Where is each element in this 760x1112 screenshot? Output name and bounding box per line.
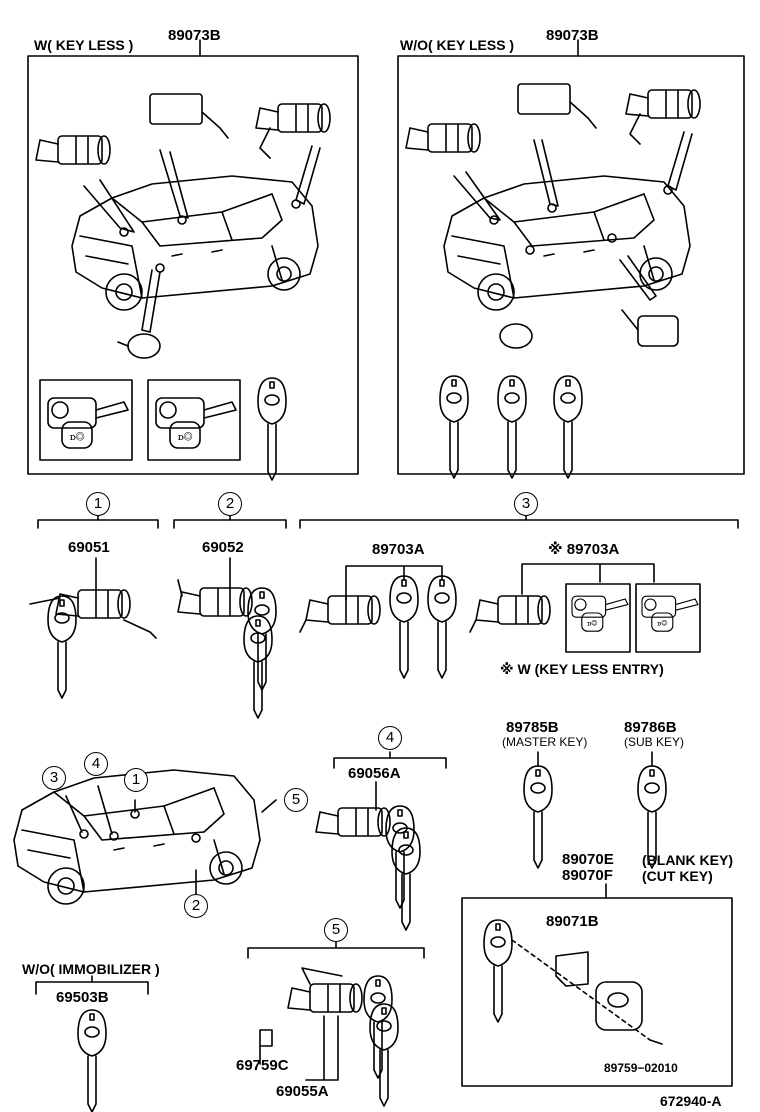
group-5-part-no-b: 69055A	[276, 1083, 329, 1100]
group-5-callout: 5	[324, 918, 348, 942]
car-callout-2: 2	[184, 894, 208, 918]
group-3-callout: 3	[514, 492, 538, 516]
screw-part-no: 89759−02010	[604, 1061, 678, 1075]
group-3-note: ※ W (KEY LESS ENTRY)	[500, 661, 664, 677]
car-callout-5: 5	[284, 788, 308, 812]
car-callout-1: 1	[124, 768, 148, 792]
cut-key-desc: (CUT KEY)	[642, 868, 713, 884]
cut-key-part-no: 89070F	[562, 867, 613, 884]
group-3-part-no-b: ※ 89703A	[548, 541, 620, 558]
key-cover-part-no: 89071B	[546, 913, 599, 930]
blank-key-desc: (BLANK KEY)	[642, 852, 733, 868]
group-1-part-no: 69051	[68, 539, 110, 556]
blank-key-part-no: 89070E	[562, 851, 614, 868]
master-key-desc: (MASTER KEY)	[502, 735, 588, 749]
group-4-part-no: 69056A	[348, 765, 401, 782]
group-3-part-no-a: 89703A	[372, 541, 425, 558]
right-panel-condition: W/O( KEY LESS )	[400, 37, 515, 53]
group-4-callout: 4	[378, 726, 402, 750]
group-5-part-no-a: 69759C	[236, 1057, 289, 1074]
car-callout-4: 4	[84, 752, 108, 776]
immobilizer-condition: W/O( IMMOBILIZER )	[22, 961, 160, 977]
right-panel-part-no: 89073B	[546, 27, 599, 44]
left-panel-part-no: 89073B	[168, 27, 221, 44]
group-2-part-no: 69052	[202, 539, 244, 556]
group-2-callout: 2	[218, 492, 242, 516]
sub-key-part-no: 89786B	[624, 719, 677, 736]
group-1-callout: 1	[86, 492, 110, 516]
left-panel-condition: W( KEY LESS )	[34, 37, 134, 53]
sub-key-desc: (SUB KEY)	[624, 735, 685, 749]
master-key-part-no: 89785B	[506, 719, 559, 736]
figure-id: 672940-A	[660, 1093, 722, 1109]
immobilizer-part-no: 69503B	[56, 989, 109, 1006]
car-callout-3: 3	[42, 766, 66, 790]
